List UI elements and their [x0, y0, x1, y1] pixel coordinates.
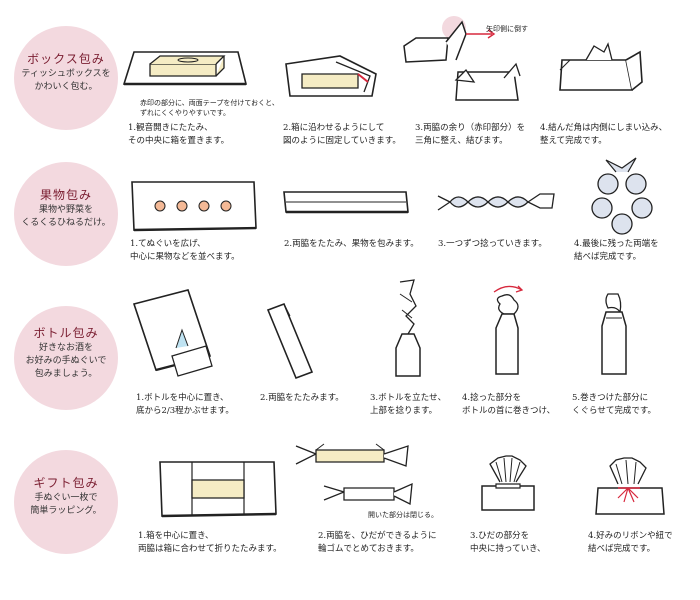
fruit-step3-caption: 3.一つずつ捻っていきます。	[438, 239, 547, 249]
box-step1-illustration	[120, 34, 250, 94]
bottle-step1-caption: 1.ボトルを中心に置き、 底から2/3程かぶせます。	[136, 393, 234, 416]
gift-step1-illustration	[156, 458, 280, 520]
gift-step3-illustration	[476, 454, 540, 518]
section-title: ボックス包み	[27, 52, 105, 66]
box-step4-illustration	[556, 42, 646, 102]
section-box-wrap: ボックス包み ティッシュボックスを かわいく包む。 赤印の部分に、両面テープを付…	[0, 0, 700, 150]
fruit-step4-illustration	[588, 157, 658, 238]
box-step1-caption: 1.観音開きにたたみ、 その中央に箱を置きます。	[128, 123, 230, 146]
section-label-circle: 果物包み 果物や野菜を くるくるひねるだけ。	[14, 162, 118, 266]
section-fruit-wrap: 果物包み 果物や野菜を くるくるひねるだけ。 1.てぬぐいを広げ、 中心に果物な…	[0, 150, 700, 300]
bottle-step2-illustration	[262, 300, 318, 380]
bottle-step2-caption: 2.両脇をたたみます。	[260, 393, 344, 403]
gift-step2-caption: 2.両脇を、ひだができるように 輪ゴムでとめておきます。	[318, 531, 437, 554]
bottle-step5-illustration	[596, 290, 632, 378]
box-step3-illustration	[396, 12, 526, 107]
section-subtitle: 果物や野菜を くるくるひねるだけ。	[21, 205, 111, 228]
section-title: ギフト包み	[33, 476, 99, 490]
box-step2-illustration	[280, 52, 380, 107]
fruit-step1-caption: 1.てぬぐいを広げ、 中心に果物などを並べます。	[130, 239, 240, 262]
gift-step4-caption: 4.好みのリボンや紐で 結べば完成です。	[588, 531, 673, 554]
fruit-step3-illustration	[436, 186, 556, 222]
section-bottle-wrap: ボトル包み 好きなお酒を お好みの手ぬぐいで 包みましょう。 1.ボトルを中心に…	[0, 279, 700, 450]
gift-note: 開いた部分は閉じる。	[368, 511, 438, 519]
box-step4-caption: 4.結んだ角は内側にしまい込み、 整えて完成です。	[540, 123, 668, 146]
section-subtitle: 好きなお酒を お好みの手ぬぐいで 包みましょう。	[25, 343, 107, 379]
bottle-step1-illustration	[130, 286, 222, 382]
bottle-step5-caption: 5.巻きつけた部分に くぐらせて完成です。	[572, 393, 656, 416]
section-label-circle: ボトル包み 好きなお酒を お好みの手ぬぐいで 包みましょう。	[14, 306, 118, 410]
bottle-step4-caption: 4.捻った部分を ボトルの首に巻きつけ、	[462, 393, 556, 416]
section-subtitle: 手ぬぐい一枚で 簡単ラッピング。	[30, 493, 102, 516]
box-step2-caption: 2.箱に沿わせるようにして 図のように固定していきます。	[283, 123, 401, 146]
section-title: 果物包み	[39, 188, 92, 202]
section-subtitle: ティッシュボックスを かわいく包む。	[21, 69, 111, 92]
gift-step3-caption: 3.ひだの部分を 中央に持っていき、	[470, 531, 546, 554]
fruit-step2-caption: 2.両脇をたたみ、果物を包みます。	[284, 239, 419, 249]
section-label-circle: ボックス包み ティッシュボックスを かわいく包む。	[14, 26, 118, 130]
bottle-step4-illustration	[484, 282, 534, 378]
box-note: 赤印の部分に、両面テープを付けておくと、 ずれにくくやりやすいです。	[140, 99, 279, 117]
gift-step4-illustration	[588, 454, 672, 520]
section-title: ボトル包み	[33, 326, 99, 340]
section-gift-wrap: ギフト包み 手ぬぐい一枚で 簡単ラッピング。 1.箱を中心に置き、 両脇は箱に合…	[0, 443, 700, 600]
box-arrow-note: 矢印側に倒す	[486, 25, 528, 33]
gift-step1-caption: 1.箱を中心に置き、 両脇は箱に合わせて折りたたみます。	[138, 531, 282, 554]
bottle-step3-illustration	[388, 278, 428, 380]
section-label-circle: ギフト包み 手ぬぐい一枚で 簡単ラッピング。	[14, 450, 118, 554]
box-step3-caption: 3.両脇の余り（赤印部分）を 三角に整え、結びます。	[415, 123, 526, 146]
fruit-step4-caption: 4.最後に残った両端を 結べば完成です。	[574, 239, 659, 262]
fruit-step2-illustration	[282, 188, 410, 218]
fruit-step1-illustration	[128, 176, 260, 236]
gift-step2-illustration	[294, 442, 414, 522]
bottle-step3-caption: 3.ボトルを立たせ、 上部を捻ります。	[370, 393, 447, 416]
